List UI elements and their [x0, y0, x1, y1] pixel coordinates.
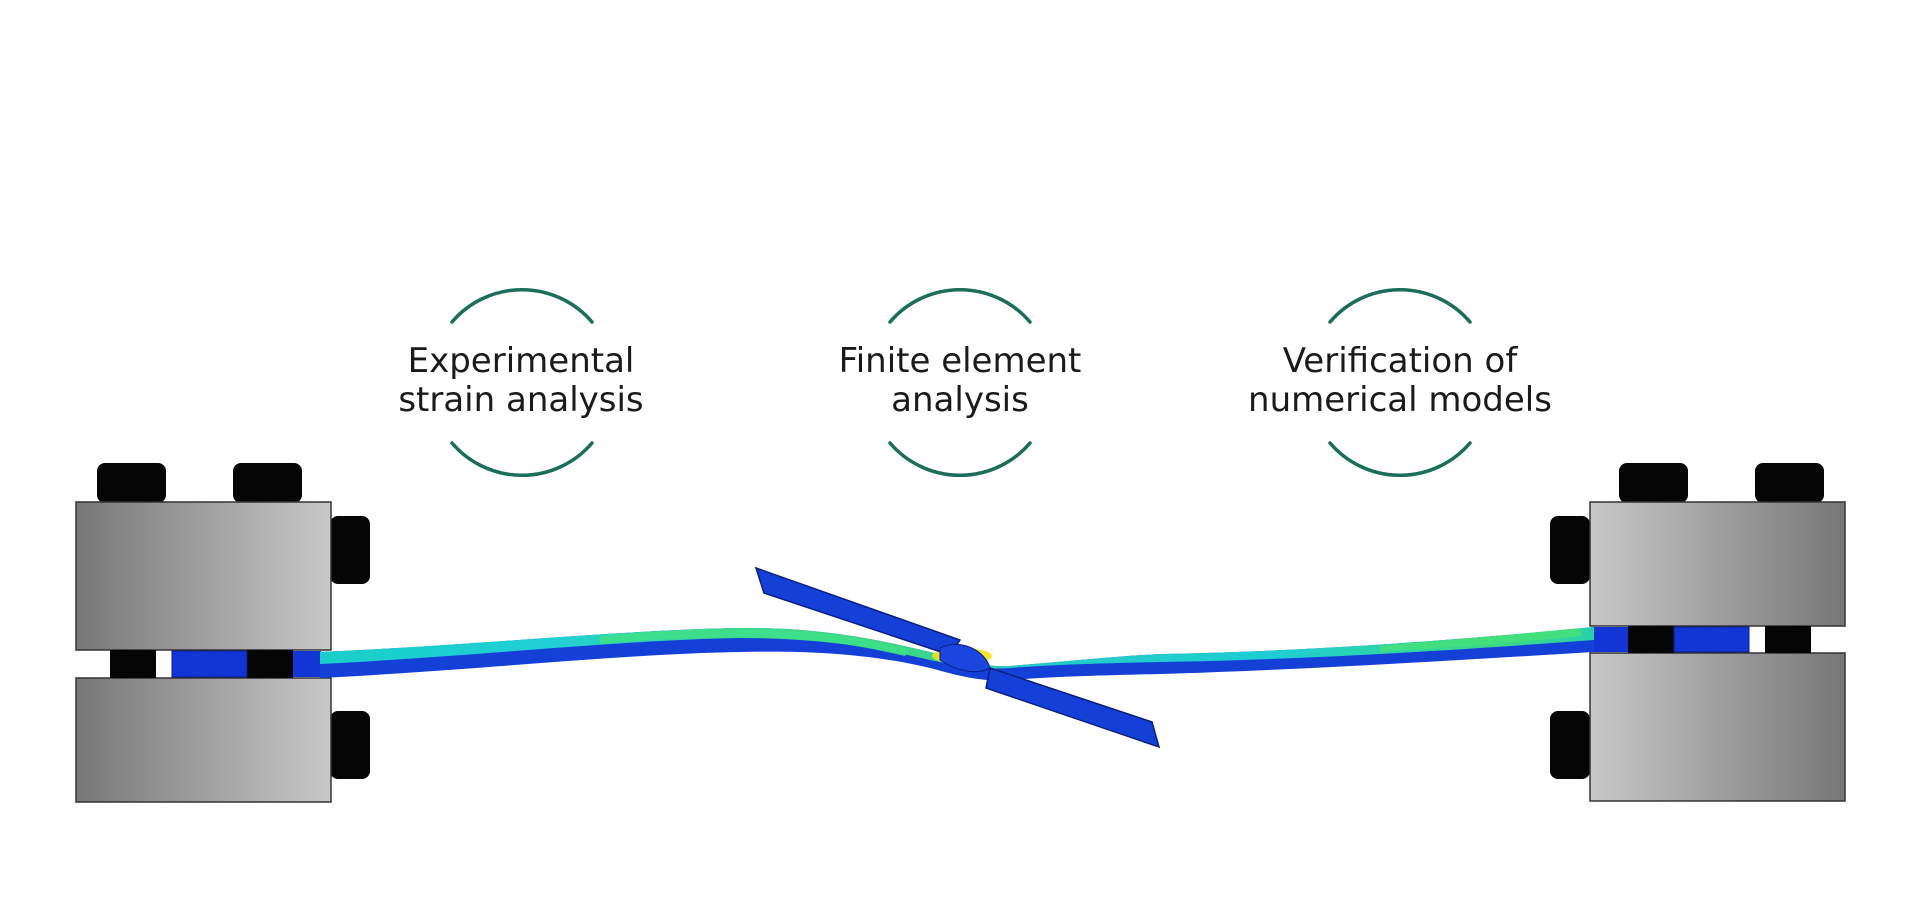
left-clamp-spacer-1 — [110, 650, 156, 678]
right-clamp-bolt-top-1 — [1619, 463, 1688, 503]
right-clamp-bolt-side-2 — [1550, 711, 1590, 779]
indenter-bar-lower — [985, 667, 1161, 749]
label-verification-line1: Verification of — [1283, 341, 1519, 381]
right-clamp-spacer-2 — [1765, 626, 1811, 653]
right-clamp-upper-block — [1589, 501, 1846, 627]
right-clamp-bolt-top-2 — [1755, 463, 1824, 503]
right-clamp-lower-block — [1589, 652, 1846, 802]
label-fea-line1: Finite element — [839, 341, 1082, 381]
arc-top-verification — [1328, 287, 1472, 324]
arc-top-experimental — [450, 287, 594, 324]
right-clamp-spacer-1 — [1628, 626, 1674, 653]
left-clamp-bolt-top-1 — [97, 463, 166, 503]
left-clamp-bolt-side-1 — [330, 516, 370, 584]
label-experimental-strain-analysis: Experimental strain analysis — [398, 287, 644, 478]
arc-bottom-fea — [888, 441, 1032, 478]
right-clamp-bolt-side-1 — [1550, 516, 1590, 584]
strip-green-band-right — [1380, 628, 1582, 652]
right-clamp — [1550, 463, 1846, 802]
arc-top-fea — [888, 287, 1032, 324]
left-clamp-bolt-side-2 — [330, 711, 370, 779]
label-finite-element-analysis: Finite element analysis — [839, 287, 1082, 478]
left-clamp-beam-end — [293, 651, 321, 677]
left-clamp-upper-block — [75, 501, 332, 651]
label-verification-line2: numerical models — [1248, 380, 1552, 420]
label-verification-of-numerical-models: Verification of numerical models — [1248, 287, 1552, 478]
arc-bottom-verification — [1328, 441, 1472, 478]
label-experimental-line2: strain analysis — [398, 380, 643, 420]
left-clamp-lower-block — [75, 677, 332, 803]
right-clamp-beam-inset — [1673, 626, 1750, 653]
arc-bottom-experimental — [450, 441, 594, 478]
right-clamp-beam-end — [1592, 627, 1628, 652]
left-clamp-beam-inset — [171, 650, 248, 678]
left-clamp-spacer-2 — [247, 650, 293, 678]
label-fea-line2: analysis — [891, 380, 1029, 420]
strip-green-band-left — [600, 629, 910, 656]
left-clamp — [75, 463, 370, 803]
left-clamp-bolt-top-2 — [233, 463, 302, 503]
indenter-contact — [939, 643, 991, 673]
label-experimental-line1: Experimental — [408, 341, 635, 381]
diagonal-indenter — [754, 566, 1161, 749]
